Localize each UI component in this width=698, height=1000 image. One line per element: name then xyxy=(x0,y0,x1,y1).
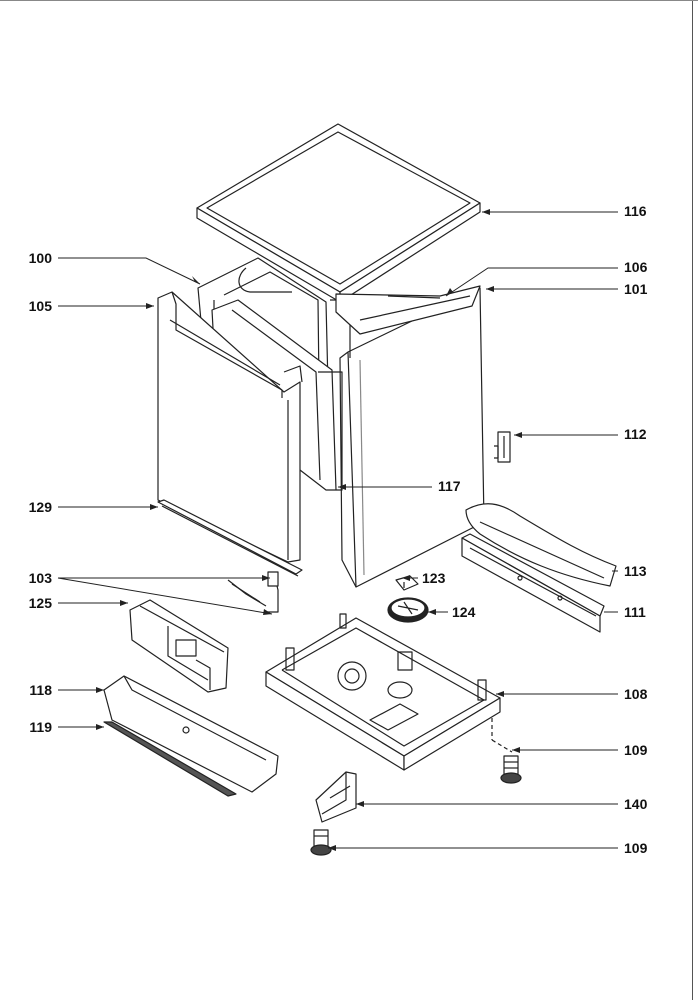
kick-plate-part xyxy=(103,675,279,793)
callout-108: 108 xyxy=(624,686,648,702)
arrow-109a xyxy=(512,747,520,753)
callout-116: 116 xyxy=(624,203,647,219)
arrow-117 xyxy=(338,484,346,490)
callout-117: 117 xyxy=(438,478,461,494)
callout-140: 140 xyxy=(624,796,648,812)
arrow-100 xyxy=(192,276,200,284)
callout-109-right: 109 xyxy=(624,742,648,758)
arrow-109b xyxy=(328,845,336,851)
arrow-119 xyxy=(96,724,104,730)
callout-129: 129 xyxy=(28,499,52,515)
scan-border-right xyxy=(692,0,693,1000)
callout-124: 124 xyxy=(452,604,476,620)
arrow-125 xyxy=(120,600,128,606)
arrow-108 xyxy=(496,691,504,697)
scan-border-top xyxy=(0,0,698,1)
leader-106 xyxy=(445,267,618,297)
base-tray-part xyxy=(265,613,513,771)
callout-106: 106 xyxy=(624,259,648,275)
callout-118: 118 xyxy=(29,682,52,698)
adjustable-foot-right-part xyxy=(500,755,522,784)
seal-strip-part xyxy=(103,721,237,797)
arrow-124 xyxy=(428,609,436,615)
callout-119: 119 xyxy=(29,719,52,735)
callout-109-lower: 109 xyxy=(624,840,648,856)
arrow-112 xyxy=(514,432,522,438)
cover-rail-part xyxy=(465,503,617,587)
hinge-part xyxy=(227,571,279,613)
callout-125: 125 xyxy=(28,595,52,611)
callout-105: 105 xyxy=(28,298,52,314)
adjustable-foot-lower-part xyxy=(310,829,332,856)
arrow-116 xyxy=(482,209,490,215)
arrow-123 xyxy=(402,575,410,581)
leader-103-b xyxy=(57,577,273,615)
handle-bracket-part xyxy=(129,599,229,693)
arrow-103-a xyxy=(262,575,270,581)
arrow-103-b xyxy=(263,609,272,615)
callout-111: 111 xyxy=(624,604,646,620)
leader-lines xyxy=(57,211,618,849)
arrow-129 xyxy=(150,504,158,510)
base-support-rail-part xyxy=(461,533,605,633)
round-disc-part xyxy=(387,597,429,623)
arrow-105 xyxy=(146,303,154,309)
arrow-118 xyxy=(96,687,104,693)
clip-part xyxy=(494,431,511,463)
arrow-140 xyxy=(356,801,364,807)
callout-113: 113 xyxy=(624,563,647,579)
callout-100: 100 xyxy=(28,250,52,266)
frame-top-strip-part xyxy=(335,285,481,335)
arrow-101 xyxy=(486,286,494,292)
arrow-106 xyxy=(446,288,453,296)
callout-103: 103 xyxy=(28,570,52,586)
callout-112: 112 xyxy=(624,426,647,442)
leader-100 xyxy=(58,257,201,285)
door-bottom-strip-part xyxy=(157,499,303,577)
leader-arrowheads xyxy=(96,209,522,851)
callout-101: 101 xyxy=(624,281,648,297)
callout-123: 123 xyxy=(422,570,446,586)
support-bracket-part xyxy=(315,771,357,823)
